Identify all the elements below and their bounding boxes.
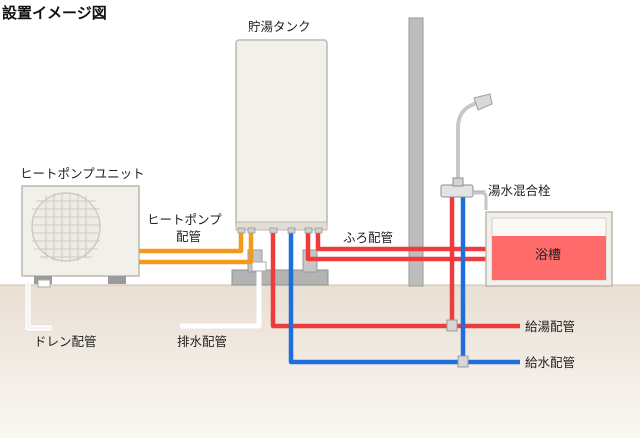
heat-pump-pipe-label-line2: 配管 [176, 229, 202, 244]
tank-base [231, 269, 329, 286]
heat-pump-pipe-lower [139, 226, 254, 265]
diagram-title: 設置イメージ図 [2, 4, 107, 22]
drain-connector [37, 279, 51, 288]
mixer-faucet [440, 93, 493, 210]
bath-water [492, 236, 606, 280]
hot-water-pipe-label: 給湯配管 [525, 319, 576, 334]
mixer-faucet-label: 湯水混合栓 [488, 183, 551, 198]
discharge-connector [251, 261, 267, 272]
bath-pipe-upper [315, 228, 488, 252]
heat-pump-pipe-label-line1: ヒートポンプ [147, 212, 222, 227]
bath-pipe-lower [305, 228, 488, 262]
hot-water-tank [235, 39, 328, 231]
tank-outlets [237, 227, 323, 234]
heat-pump-unit-label: ヒートポンプユニット [20, 166, 145, 181]
discharge-pipe-label: 排水配管 [177, 334, 228, 349]
bath-pipe-label: ふろ配管 [343, 230, 394, 245]
hot-joint [446, 319, 458, 332]
heat-pump-pipe-upper [139, 226, 244, 254]
discharge-pipe [180, 268, 262, 329]
house-wall [408, 17, 424, 287]
drain-pipe-label: ドレン配管 [34, 334, 97, 349]
bathtub [485, 211, 613, 287]
tank-label: 貯湯タンク [248, 19, 311, 34]
cold-water-pipe-label: 給水配管 [525, 355, 576, 370]
cold-supply-pipe [288, 228, 520, 365]
bathtub-label: 浴槽 [535, 248, 562, 263]
hot-supply-pipe [270, 228, 520, 329]
cold-joint [457, 355, 469, 368]
heat-pump-unit [21, 185, 140, 284]
